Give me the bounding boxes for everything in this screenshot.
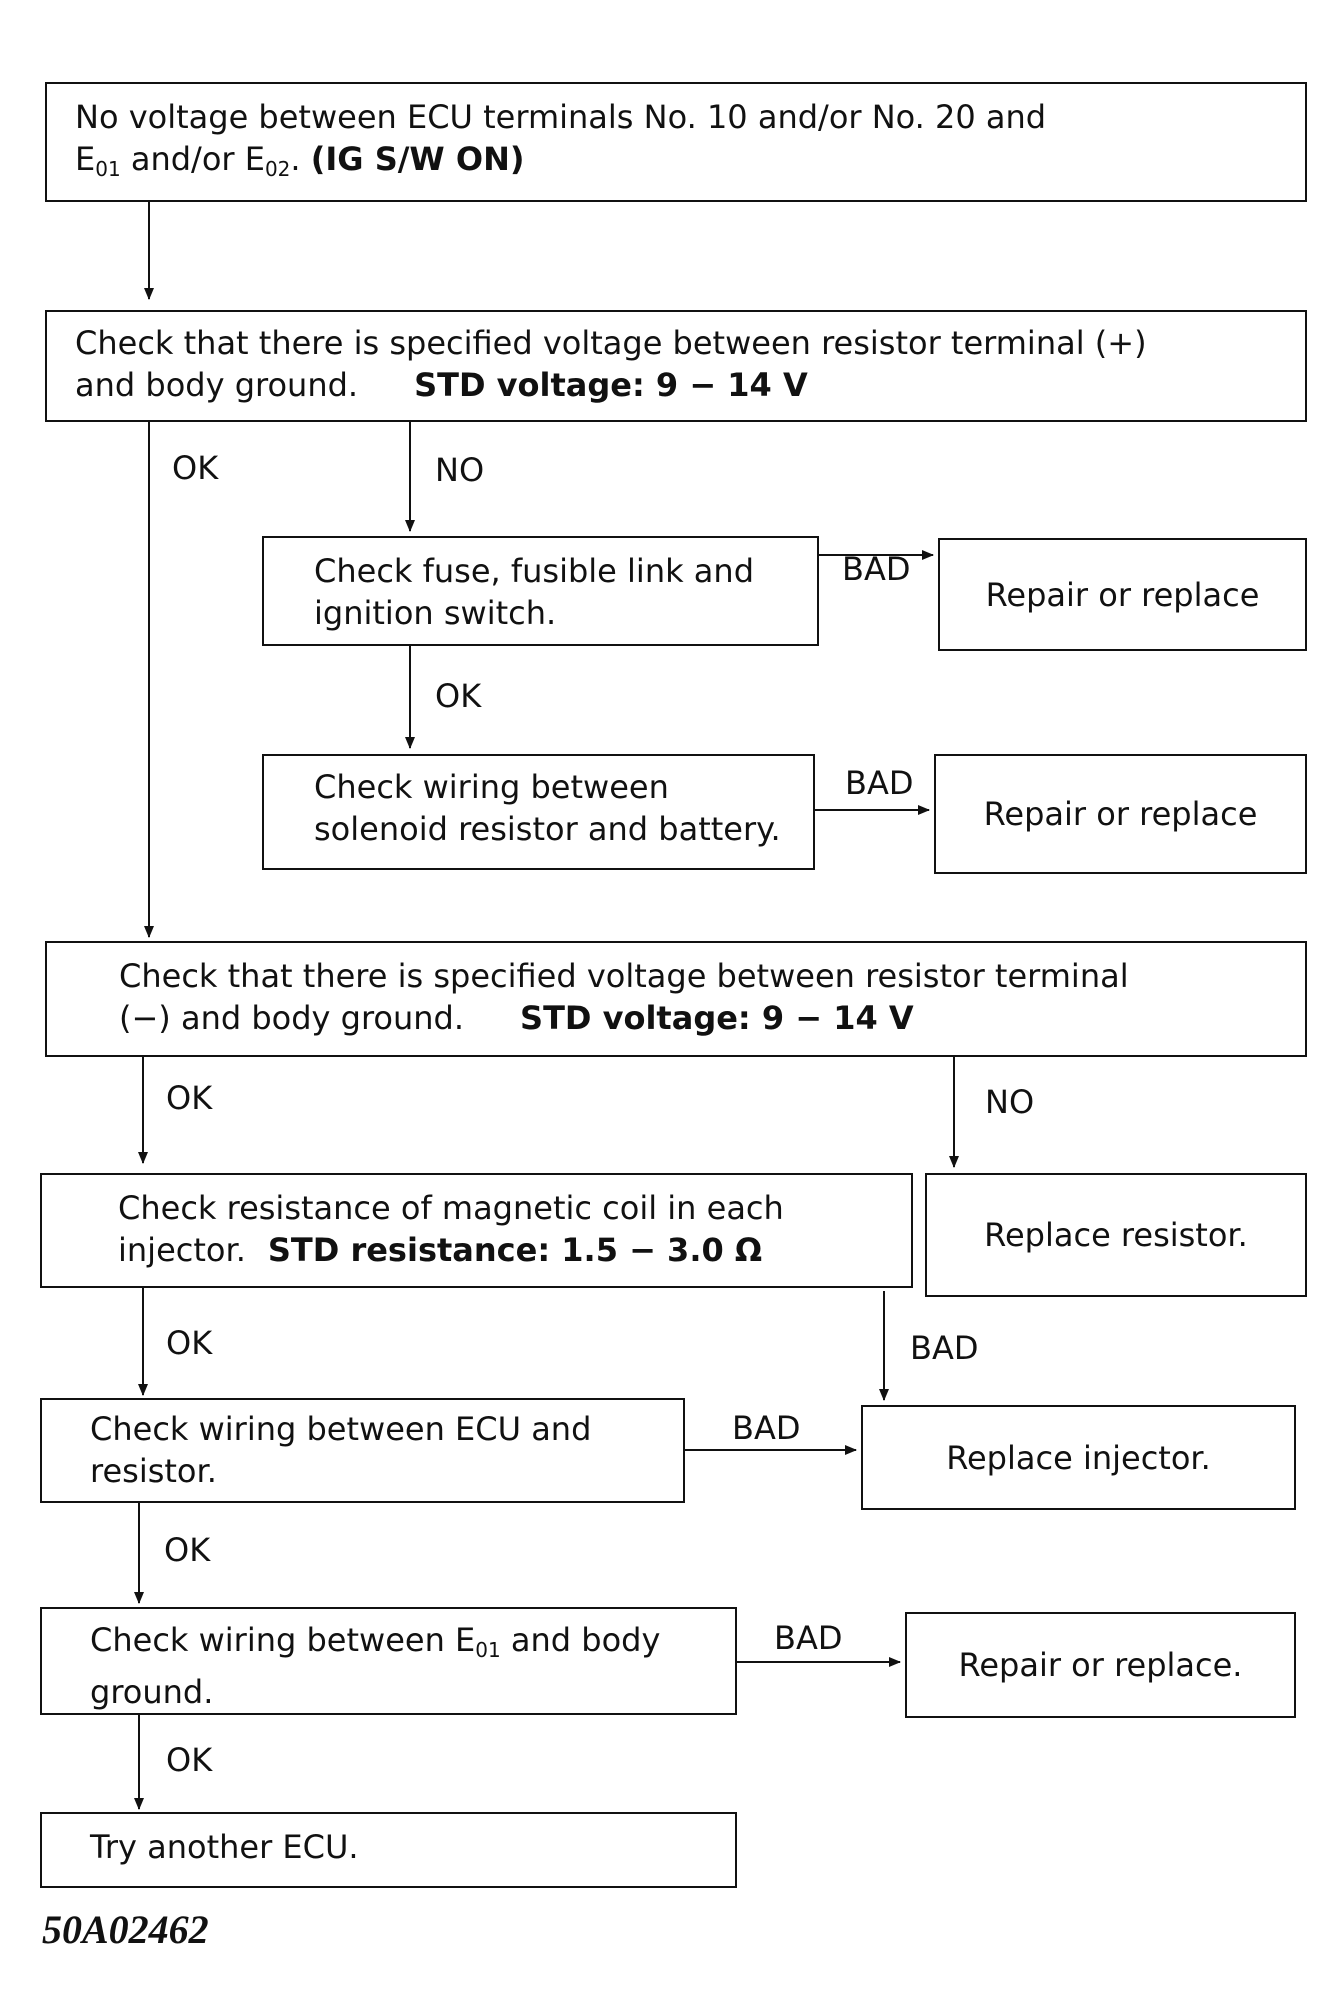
try-another-ecu-text: Try another ECU. <box>90 1828 359 1866</box>
edge-label-ok-6: OK <box>166 1741 213 1779</box>
replace-resistor-text: Replace resistor. <box>984 1216 1248 1254</box>
repair-text-1: Repair or replace <box>985 575 1260 614</box>
edge-label-bad-4: BAD <box>732 1409 801 1447</box>
check-plus-voltage-node: Check that there is specified voltage be… <box>45 310 1307 422</box>
edge-label-bad-1: BAD <box>842 550 911 588</box>
repair-text-2: Repair or replace <box>983 795 1258 833</box>
start-text-1: No voltage between ECU terminals No. 10 … <box>75 98 1047 136</box>
check-ecu-resistor-text-1: Check wiring between ECU and <box>90 1410 592 1448</box>
replace-injector-node: Replace injector. <box>861 1405 1296 1510</box>
check-ecu-resistor-text-2: resistor. <box>90 1452 217 1490</box>
check-e01-text-1: Check wiring between E01 and body <box>90 1621 661 1662</box>
try-another-ecu-node: Try another ECU. <box>40 1812 737 1888</box>
start-node: No voltage between ECU terminals No. 10 … <box>45 82 1307 202</box>
check-minus-text-2: (−) and body ground.STD voltage: 9 − 14 … <box>119 999 914 1037</box>
check-wiring-battery-text-2: solenoid resistor and battery. <box>314 810 781 848</box>
check-coil-text-2: injector.STD resistance: 1.5 − 3.0 Ω <box>118 1231 763 1269</box>
check-e01-text-2: ground. <box>90 1673 214 1711</box>
edge-label-no-1: NO <box>435 451 485 489</box>
edge-label-ok-3: OK <box>166 1079 213 1117</box>
edge-label-ok-2: OK <box>435 677 482 715</box>
edge-label-ok-1: OK <box>172 449 219 487</box>
check-plus-text-1: Check that there is specified voltage be… <box>75 324 1147 362</box>
repair-node-2: Repair or replace <box>934 754 1307 874</box>
check-minus-text-1: Check that there is specified voltage be… <box>119 957 1129 995</box>
check-fuse-node: Check fuse, fusible link and ignition sw… <box>262 536 819 646</box>
check-e01-ground-node: Check wiring between E01 and body ground… <box>40 1607 737 1715</box>
repair-text-3: Repair or replace. <box>958 1646 1243 1684</box>
figure-code: 50A02462 <box>42 1907 209 1952</box>
repair-node-3: Repair or replace. <box>905 1612 1296 1718</box>
start-text-2: E01 and/or E02. (IG S/W ON) <box>75 140 525 181</box>
edge-label-ok-5: OK <box>164 1531 211 1569</box>
check-wiring-battery-text-1: Check wiring between <box>314 768 669 806</box>
check-fuse-text-2: ignition switch. <box>314 594 557 632</box>
check-wiring-battery-node: Check wiring between solenoid resistor a… <box>262 754 815 870</box>
edge-label-bad-5: BAD <box>774 1619 843 1657</box>
check-coil-node: Check resistance of magnetic coil in eac… <box>40 1173 913 1288</box>
edge-label-ok-4: OK <box>166 1324 213 1362</box>
edge-label-bad-2: BAD <box>845 764 914 802</box>
check-plus-text-2: and body ground.STD voltage: 9 − 14 V <box>75 366 808 404</box>
check-coil-text-1: Check resistance of magnetic coil in eac… <box>118 1189 784 1227</box>
repair-node-1: Repair or replace <box>938 538 1307 651</box>
check-ecu-resistor-node: Check wiring between ECU and resistor. <box>40 1398 685 1503</box>
edge-label-no-2: NO <box>985 1083 1035 1121</box>
check-minus-voltage-node: Check that there is specified voltage be… <box>45 941 1307 1057</box>
replace-resistor-node: Replace resistor. <box>925 1173 1307 1297</box>
check-fuse-text-1: Check fuse, fusible link and <box>314 552 754 590</box>
replace-injector-text: Replace injector. <box>946 1438 1211 1477</box>
edge-label-bad-3: BAD <box>910 1329 979 1367</box>
